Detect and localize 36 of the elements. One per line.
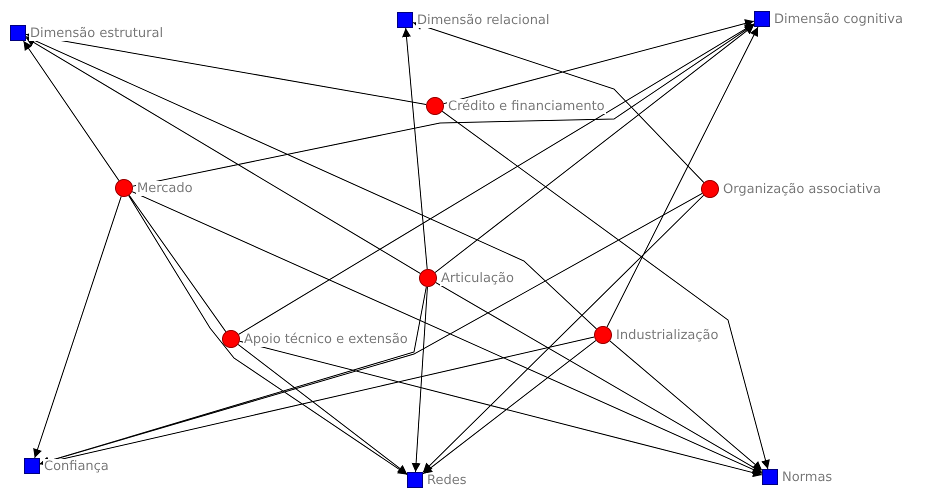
arrow bbox=[26, 37, 421, 274]
arrow bbox=[40, 336, 595, 467]
arrow bbox=[26, 32, 427, 105]
arrow bbox=[26, 36, 597, 330]
node-label: Dimensão relacional bbox=[416, 12, 551, 28]
arrow bbox=[443, 19, 754, 104]
node-label: Confiança bbox=[43, 458, 110, 474]
arrow bbox=[132, 191, 762, 474]
arrow bbox=[442, 110, 770, 470]
node-label: Industrialização bbox=[615, 328, 720, 342]
arrow bbox=[422, 194, 704, 473]
node-label: Apoio técnico e extensão bbox=[243, 332, 409, 346]
arrow bbox=[238, 23, 754, 335]
arrow bbox=[412, 286, 428, 472]
node-label: Mercado bbox=[136, 180, 194, 196]
arrow bbox=[238, 344, 408, 474]
node-label: Organização associativa bbox=[722, 182, 882, 196]
node-label: Redes bbox=[426, 472, 468, 488]
arrow bbox=[435, 282, 762, 473]
arrow bbox=[22, 40, 120, 182]
node-label: Crédito e financiamento bbox=[447, 98, 606, 114]
arrow bbox=[422, 340, 596, 474]
arrow bbox=[33, 196, 122, 458]
arrow bbox=[40, 286, 427, 466]
arrow bbox=[402, 28, 428, 270]
arrow bbox=[412, 21, 704, 183]
node-label: Normas bbox=[781, 470, 834, 484]
arrow bbox=[609, 340, 762, 471]
arrow bbox=[128, 195, 408, 476]
arrow bbox=[606, 26, 758, 328]
node-label: Dimensão estrutural bbox=[29, 26, 164, 40]
node-label: Articulação bbox=[440, 270, 515, 286]
node-label: Dimensão cognitiva bbox=[773, 12, 904, 26]
arrow bbox=[132, 24, 754, 187]
arrow bbox=[434, 24, 754, 273]
arrow bbox=[239, 340, 762, 478]
